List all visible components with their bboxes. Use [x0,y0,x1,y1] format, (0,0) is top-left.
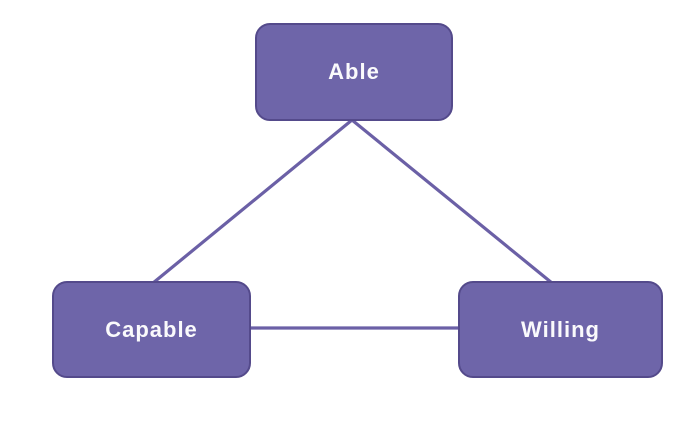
node-willing: Willing [458,281,663,378]
node-capable-label: Capable [105,316,198,342]
connector-able-willing [350,118,554,285]
node-able-label: Able [328,59,380,84]
node-capable: Capable [52,281,251,378]
node-able: Able [255,23,453,121]
node-willing-label: Willing [521,316,600,342]
connector-able-capable [151,118,354,285]
